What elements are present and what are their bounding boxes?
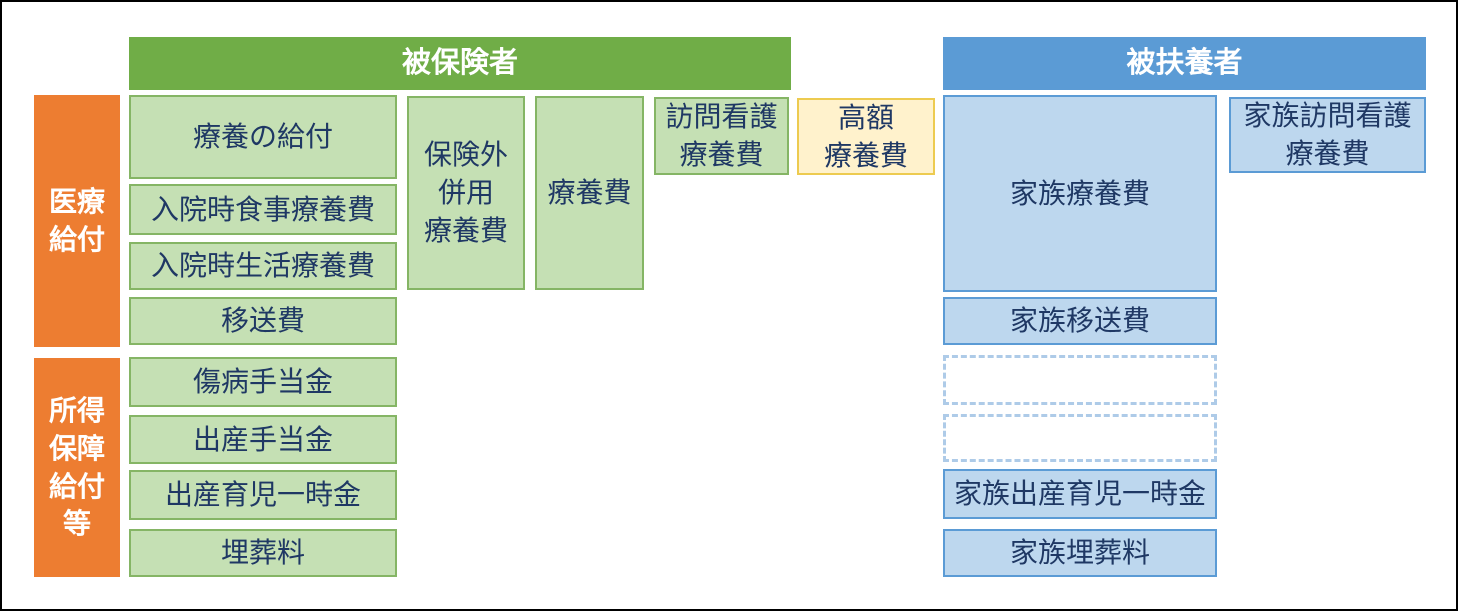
box-dependents-empty-placeholder-1 xyxy=(943,355,1217,405)
box-nyuin-shokuji-ryoyohi: 入院時食事療養費 xyxy=(129,184,397,235)
box-maisoryo: 埋葬料 xyxy=(129,529,397,577)
box-isohi: 移送費 xyxy=(129,297,397,345)
box-shussan-teatekin: 出産手当金 xyxy=(129,415,397,464)
box-shussan-ikuji-ichijikin: 出産育児一時金 xyxy=(129,470,397,520)
header-insured: 被保険者 xyxy=(129,37,791,90)
box-kazoku-ryoyohi: 家族療養費 xyxy=(943,95,1217,292)
header-dependents: 被扶養者 xyxy=(943,37,1426,90)
box-kazoku-shussan-ikuji-ichijikin: 家族出産育児一時金 xyxy=(943,469,1217,519)
box-kazoku-homon-kango-ryoyohi: 家族訪問看護 療養費 xyxy=(1229,97,1426,173)
box-dependents-empty-placeholder-2 xyxy=(943,414,1217,462)
box-kazoku-isohi: 家族移送費 xyxy=(943,297,1217,345)
box-homon-kango-ryoyohi: 訪問看護 療養費 xyxy=(654,97,789,175)
box-nyuin-seikatsu-ryoyohi: 入院時生活療養費 xyxy=(129,242,397,290)
box-hokengai-heiyo-ryoyohi: 保険外 併用 療養費 xyxy=(407,96,525,290)
box-ryoyohi: 療養費 xyxy=(535,96,644,290)
box-kazoku-maisoryo: 家族埋葬料 xyxy=(943,529,1217,577)
box-ryoyo-no-kyufu: 療養の給付 xyxy=(129,95,397,179)
category-income-security-benefits: 所得 保障 給付 等 xyxy=(34,358,120,577)
category-medical-benefits: 医療 給付 xyxy=(34,95,120,347)
box-kogaku-ryoyohi: 高額 療養費 xyxy=(797,98,935,175)
box-shobyo-teatekin: 傷病手当金 xyxy=(129,357,397,407)
